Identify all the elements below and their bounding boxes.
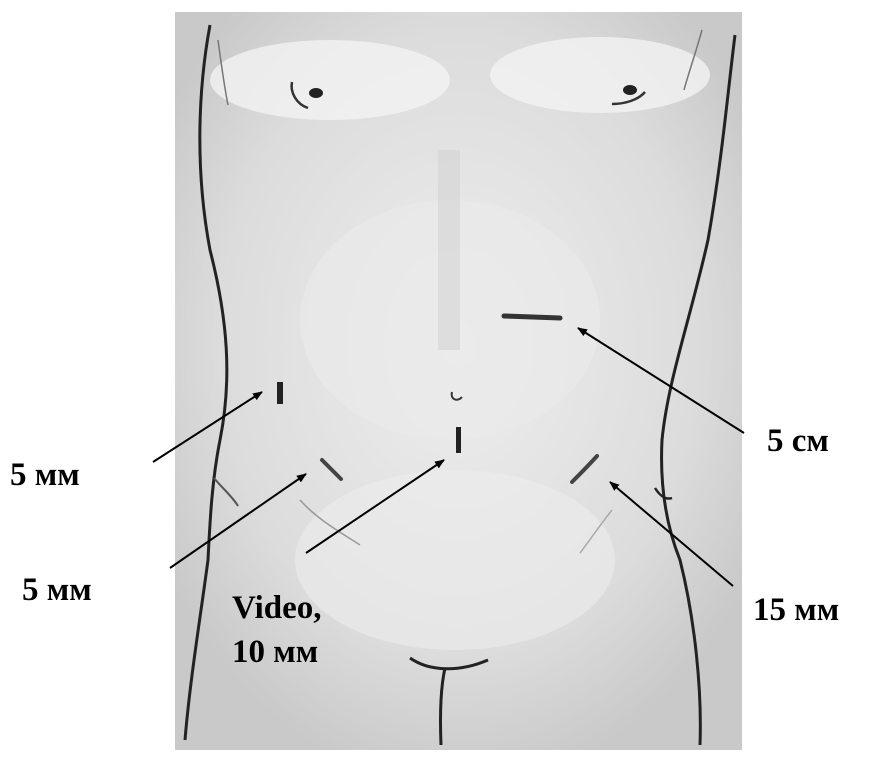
incision-5cm (504, 316, 560, 318)
chest-right-highlight (490, 37, 710, 113)
label-video-line1: Video, (232, 588, 322, 628)
label-5mm-lower-left: 5 мм (22, 570, 92, 610)
lower-abdomen-highlight (295, 470, 615, 650)
chest-left-highlight (210, 40, 450, 120)
label-video-line2: 10 мм (232, 632, 318, 672)
incision-5mm-upper-left (277, 382, 283, 404)
label-5cm: 5 см (767, 421, 829, 461)
incision-video-10mm (456, 427, 461, 453)
linea-alba-shade (438, 150, 460, 350)
label-15mm: 15 мм (753, 590, 839, 630)
label-5mm-upper-left: 5 мм (10, 455, 80, 495)
